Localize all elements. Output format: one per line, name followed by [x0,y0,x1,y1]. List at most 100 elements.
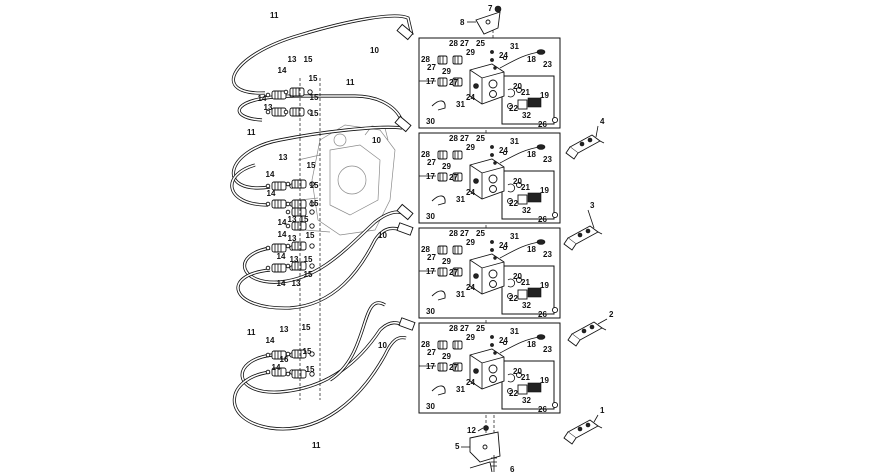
valve-label-20: 20 [513,177,522,186]
valve-label-27: 27 [449,363,458,372]
coupler-label-13: 13 [292,279,301,288]
coupler-label-14: 14 [267,189,276,198]
valve-label-24: 24 [466,188,475,197]
valve-label-28: 28 [421,150,430,159]
outlet-label-1: 1 [600,406,605,415]
valve-label-22: 22 [509,199,518,208]
valve-label-23: 23 [543,345,552,354]
coupler-label-15: 15 [300,215,309,224]
valve-label-24: 24 [466,283,475,292]
coupler-label-15: 15 [304,255,313,264]
valve-label-29: 29 [466,333,475,342]
valve-label-30: 30 [426,402,435,411]
valve-label-19: 19 [540,281,549,290]
coupler-label-15: 15 [306,365,315,374]
coupler-label-15: 15 [303,347,312,356]
coupler-label-15: 15 [310,93,319,102]
valve-label-27: 27 [427,253,436,262]
hose-coupler [285,221,315,231]
valve-label-30: 30 [426,212,435,221]
coupler-label-13: 13 [288,215,297,224]
valve-label-32: 32 [522,301,531,310]
hose-coupler [285,349,315,359]
valve-label-27: 27 [460,324,469,333]
valve-label-31: 31 [510,232,519,241]
hose-coupler [285,199,315,209]
coupler-label-14: 14 [277,279,286,288]
valve-sections [418,37,561,414]
valve-label-27: 27 [427,158,436,167]
valve-label-19: 19 [540,91,549,100]
coupler-stack [265,87,315,379]
bracket-label-8: 8 [460,18,465,27]
coupler-label-13: 13 [264,103,273,112]
valve-label-22: 22 [509,294,518,303]
hose-label-11: 11 [247,128,256,137]
valve-label-24: 24 [466,93,475,102]
valve-label-17: 17 [426,362,435,371]
coupler-label-14: 14 [258,94,267,103]
valve-label-20: 20 [513,272,522,281]
valve-section-3 [418,227,561,319]
coupler-label-15: 15 [304,55,313,64]
valve-label-18: 18 [527,150,536,159]
outlet-couplers [563,134,607,445]
valve-label-24: 24 [499,51,508,60]
coupler-label-13: 13 [290,255,299,264]
valve-label-27: 27 [449,78,458,87]
coupler-label-15: 15 [310,181,319,190]
valve-label-31: 31 [456,290,465,299]
valve-label-27: 27 [449,268,458,277]
hose-coupler [285,261,315,271]
valve-label-21: 21 [521,88,530,97]
valve-section-2 [418,132,561,224]
valve-label-32: 32 [522,206,531,215]
valve-label-27: 27 [449,173,458,182]
outlet-coupler-3 [563,225,603,251]
valve-label-32: 32 [522,111,531,120]
valve-section-4 [418,322,561,414]
valve-label-24: 24 [499,336,508,345]
bracket-label-5: 5 [455,442,460,451]
valve-label-25: 25 [476,229,485,238]
valve-label-23: 23 [543,155,552,164]
valve-label-20: 20 [513,82,522,91]
hose-label-11: 11 [346,78,355,87]
hose-coupler [285,207,315,217]
valve-label-27: 27 [460,39,469,48]
valve-label-26: 26 [538,215,547,224]
coupler-label-15: 15 [310,109,319,118]
valve-label-31: 31 [510,137,519,146]
valve-label-22: 22 [509,389,518,398]
valve-label-30: 30 [426,117,435,126]
coupler-label-13: 13 [288,55,297,64]
hose-coupler [285,179,315,189]
valve-label-26: 26 [538,405,547,414]
hose-coupler [283,107,313,117]
valve-label-31: 31 [510,42,519,51]
coupler-label-13: 13 [279,153,288,162]
valve-label-24: 24 [466,378,475,387]
outlet-coupler-4 [565,134,605,160]
valve-label-17: 17 [426,267,435,276]
valve-label-23: 23 [543,250,552,259]
coupler-label-15: 15 [304,270,313,279]
valve-label-19: 19 [540,376,549,385]
coupler-label-15: 15 [309,74,318,83]
valve-label-29: 29 [442,162,451,171]
valve-label-24: 24 [499,146,508,155]
valve-label-29: 29 [442,257,451,266]
hose-label-11: 11 [312,441,321,450]
bottom-bracket [469,425,501,472]
valve-label-23: 23 [543,60,552,69]
valve-label-29: 29 [442,67,451,76]
valve-label-21: 21 [521,278,530,287]
valve-label-31: 31 [456,100,465,109]
hose-coupler [283,87,313,97]
valve-label-30: 30 [426,307,435,316]
coupler-label-15: 15 [302,323,311,332]
valve-label-19: 19 [540,186,549,195]
valve-label-17: 17 [426,172,435,181]
